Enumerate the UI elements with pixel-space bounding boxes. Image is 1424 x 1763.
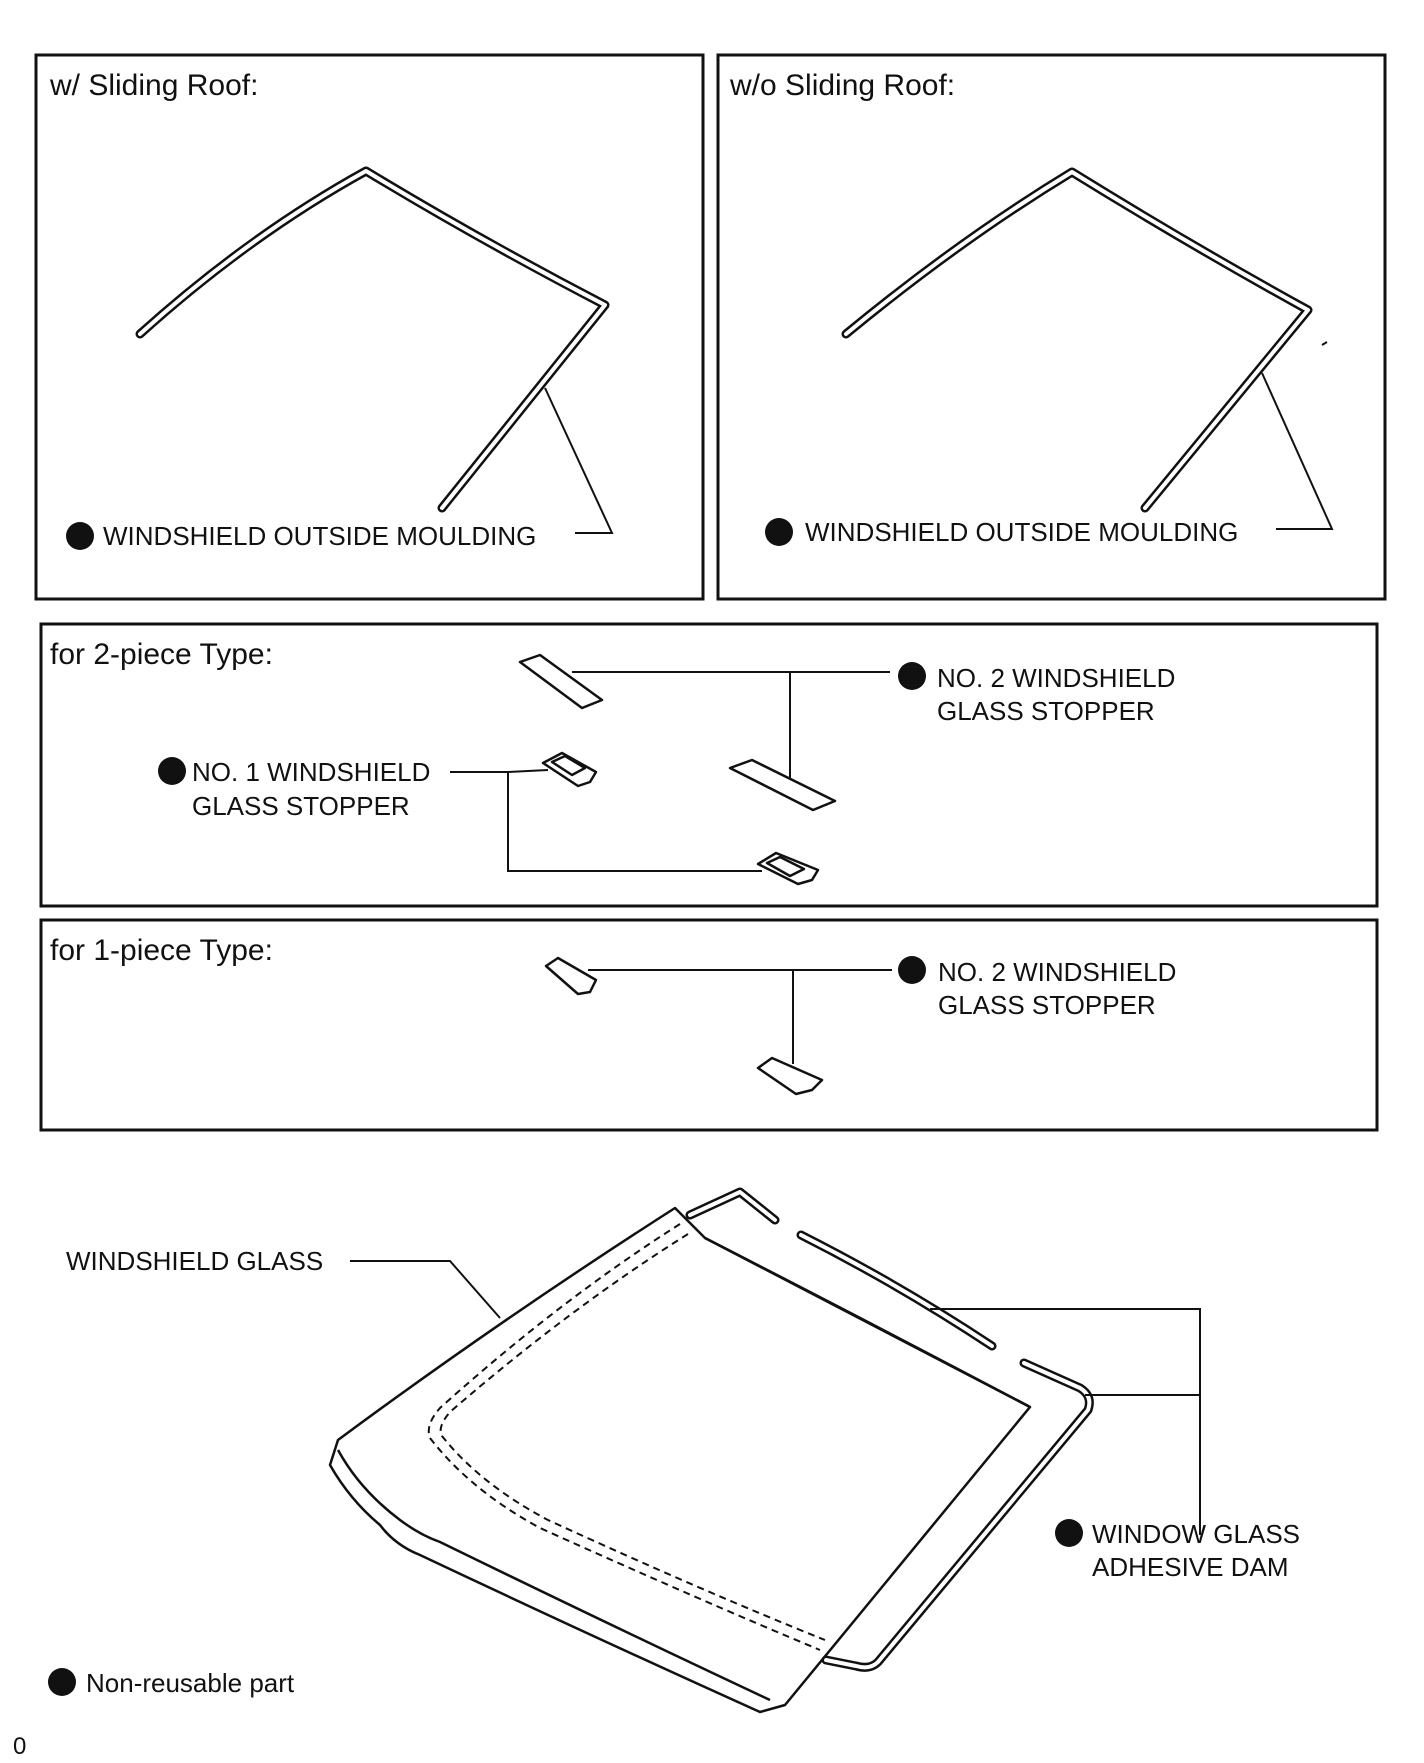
glass-ceramic-band <box>427 1223 821 1651</box>
panel-two-piece-frame <box>39 622 1379 908</box>
no2-stopper-1pc-upper <box>544 956 598 996</box>
no2-stopper-1pc-lower <box>756 1056 824 1096</box>
window-glass-adhesive-dam <box>685 1187 1094 1672</box>
no2-stopper-upper <box>518 653 604 710</box>
dam-label-line1: WINDOW GLASS <box>1092 1519 1300 1549</box>
panel-no-sliding-roof: w/o Sliding Roof: WINDSHIELD OUTSIDE MOU… <box>716 53 1387 601</box>
stray-mark <box>1321 341 1328 346</box>
panel-two-piece: for 2-piece Type: NO. 2 WINDSHIELD GLASS… <box>39 622 1379 908</box>
no2-label-2pc-line1: NO. 2 WINDSHIELD <box>937 663 1175 693</box>
panel-sliding-roof-frame <box>34 53 705 601</box>
panel-sliding-roof: w/ Sliding Roof: WINDSHIELD OUTSIDE MOUL… <box>34 53 705 601</box>
non-reusable-mark-icon <box>1055 1519 1083 1547</box>
windshield-glass-label: WINDSHIELD GLASS <box>66 1246 323 1276</box>
non-reusable-legend-icon <box>48 1668 76 1696</box>
windshield-glass <box>328 1206 1032 1714</box>
non-reusable-mark-icon <box>158 757 186 785</box>
no1-label-2pc-line1: NO. 1 WINDSHIELD <box>192 757 430 787</box>
panel-two-piece-title: for 2-piece Type: <box>50 638 273 671</box>
dam-label-line2: ADHESIVE DAM <box>1092 1552 1289 1582</box>
no1-label-2pc-line2: GLASS STOPPER <box>192 791 410 821</box>
leader-windshield-glass <box>350 1260 501 1319</box>
glass-ceramic-band-inner <box>439 1233 826 1641</box>
non-reusable-mark-icon <box>898 662 926 690</box>
panel-sliding-roof-title: w/ Sliding Roof: <box>49 69 258 102</box>
legend-text: Non-reusable part <box>86 1668 295 1698</box>
leader-moulding-sliding <box>544 387 614 534</box>
moulding-label-sliding: WINDSHIELD OUTSIDE MOULDING <box>103 521 536 551</box>
no2-label-1pc-line2: GLASS STOPPER <box>938 990 1156 1020</box>
page-number: 0 <box>13 1733 26 1760</box>
non-reusable-mark-icon <box>66 522 94 550</box>
glass-top-edge <box>704 1236 1031 1409</box>
no2-label-2pc-line2: GLASS STOPPER <box>937 696 1155 726</box>
no1-stopper-lower <box>756 851 820 886</box>
panel-no-sliding-roof-frame <box>716 53 1387 601</box>
windshield-outside-moulding-sliding <box>135 166 610 513</box>
panel-one-piece-title: for 1-piece Type: <box>50 934 273 967</box>
glass-bottom-edge <box>336 1449 771 1702</box>
legend: Non-reusable part <box>48 1668 295 1698</box>
no2-stopper-lower <box>728 758 837 812</box>
panel-no-sliding-roof-title: w/o Sliding Roof: <box>729 69 955 102</box>
windshield-assembly: WINDSHIELD GLASS WINDOW GLASS ADHESIVE D… <box>66 1187 1300 1714</box>
non-reusable-mark-icon <box>765 518 793 546</box>
non-reusable-mark-icon <box>898 956 926 984</box>
moulding-label-no-sliding: WINDSHIELD OUTSIDE MOULDING <box>805 517 1238 547</box>
leader-no1-2pc <box>450 771 762 872</box>
leader-dam-upper <box>930 1308 1201 1535</box>
windshield-outside-moulding-no-sliding <box>841 167 1313 513</box>
leader-moulding-no-sliding <box>1261 372 1334 530</box>
panel-one-piece-frame <box>39 918 1379 1132</box>
no2-label-1pc-line1: NO. 2 WINDSHIELD <box>938 957 1176 987</box>
leader-no1-2pc-upper <box>507 769 549 773</box>
no1-stopper-upper <box>541 751 598 788</box>
panel-one-piece: for 1-piece Type: NO. 2 WINDSHIELD GLASS… <box>39 918 1379 1132</box>
